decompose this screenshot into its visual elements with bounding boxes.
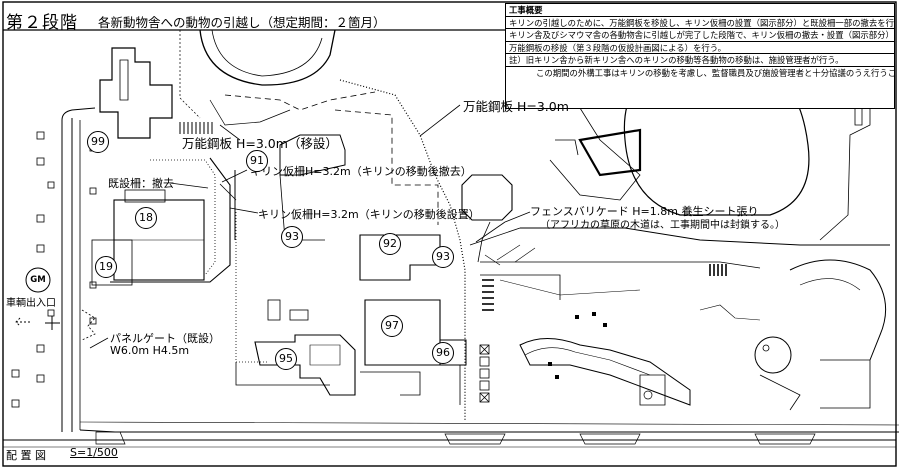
label-steel-plate-moved: 万能鋼板 H=3.0m（移設） <box>182 136 338 151</box>
label-panel-gate-size: W6.0m H4.5m <box>110 344 190 357</box>
gm-marker: GM <box>25 267 51 293</box>
footer-label: 配 置 図 <box>6 449 46 462</box>
label-existing-fence: 既設柵：撤去 <box>108 177 174 190</box>
marker-95: 95 <box>275 348 297 370</box>
gm-label: GM <box>30 275 46 285</box>
page-subtitle: 各新動物舎への動物の引越し（想定期間：２箇月） <box>98 15 386 30</box>
footer-scale: S=1/500 <box>70 446 118 459</box>
label-giraffe-fence-installed: キリン仮柵H=3.2m（キリンの移動後設置） <box>258 208 480 221</box>
marker-18: 18 <box>135 207 157 229</box>
marker-99: 99 <box>87 131 109 153</box>
label-vehicle-entrance: 車輌出入口 <box>6 298 56 309</box>
label-fence-note: （アフリカの草原の木道は、工事期間中は封鎖する。） <box>540 220 785 231</box>
label-fence-barricade: フェンスバリケード H=1.8m 養生シート張り <box>530 205 759 218</box>
summary-line-4: 註）旧キリン舎から新キリン舎へのキリンの移動等各動物の移動は、施設管理者が行う。 <box>506 54 894 67</box>
summary-line-1: キリンの引越しのために、万能鋼板を移設し、キリン仮柵の設置（図示部分）と既設柵一… <box>506 17 894 29</box>
label-giraffe-fence-removed: キリン仮柵H=3.2m（キリンの移動後撤去） <box>250 165 472 178</box>
summary-line-2: キリン舎及びシマウマ舎の各動物舎に引越しが完了した段階で、キリン仮柵の撤去・設置… <box>506 29 894 42</box>
marker-91: 91 <box>246 150 268 172</box>
label-steel-plate-top: 万能鋼板 H=3.0m <box>463 99 569 114</box>
marker-19: 19 <box>95 256 117 278</box>
summary-line-3: 万能鋼板の移設（第３段階の仮設計画図による）を行う。 <box>506 42 894 54</box>
page-title: 第２段階 <box>6 13 78 33</box>
marker-97: 97 <box>381 315 403 337</box>
label-panel-gate: パネルゲート（既設） <box>110 332 220 345</box>
summary-line-5: この期間の外構工事はキリンの移動を考慮し、監督職員及び施設管理者と十分協議のうえ… <box>536 67 894 78</box>
marker-93-right: 93 <box>432 246 454 268</box>
marker-96: 96 <box>432 342 454 364</box>
construction-summary-box: 工事概要 キリンの引越しのために、万能鋼板を移設し、キリン仮柵の設置（図示部分）… <box>505 3 895 109</box>
marker-92: 92 <box>379 233 401 255</box>
marker-93-left: 93 <box>281 226 303 248</box>
summary-heading: 工事概要 <box>506 4 894 17</box>
